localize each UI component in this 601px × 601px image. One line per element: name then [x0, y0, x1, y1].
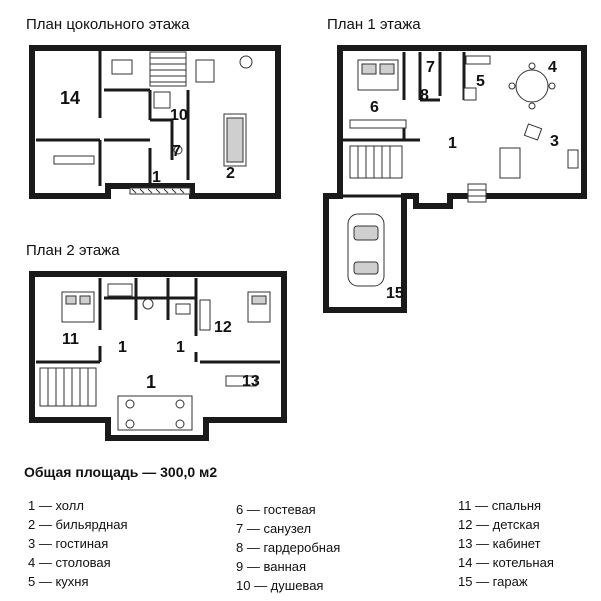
room-number-6: 6 — [370, 99, 379, 116]
bathtub — [107, 283, 133, 297]
legend-item: 13 — кабинет — [458, 536, 541, 551]
room-number-10: 10 — [170, 107, 188, 124]
floor2-interior-walls — [36, 278, 280, 364]
legend-item: 2 — бильярдная — [28, 517, 128, 532]
basement-plant — [239, 55, 253, 69]
room-number-3: 3 — [550, 133, 559, 150]
basement-shower — [153, 91, 171, 109]
entry-steps — [467, 183, 487, 203]
room-number-4: 4 — [548, 59, 557, 76]
floor2-staircase — [39, 367, 97, 407]
room-number-2: 2 — [226, 165, 235, 182]
floor1-plan-title: План 1 этажа — [327, 16, 421, 33]
room-number-1: 1 — [146, 372, 156, 392]
legend-item: 1 — холл — [28, 498, 84, 513]
legend-item: 6 — гостевая — [236, 502, 316, 517]
legend-item: 8 — гардеробная — [236, 540, 341, 555]
washbasin — [142, 298, 154, 310]
room-number-1: 1 — [176, 339, 185, 356]
floor1-interior-walls — [340, 52, 466, 198]
basement-bench — [129, 187, 191, 195]
sofa — [499, 147, 521, 179]
floor2-plan-title: План 2 этажа — [26, 242, 120, 259]
room-number-8: 8 — [420, 87, 429, 104]
legend-item: 11 — спальня — [458, 498, 542, 513]
floor1-outer-walls — [323, 45, 587, 313]
room-number-1: 1 — [118, 339, 127, 356]
legend-item: 3 — гостиная — [28, 536, 109, 551]
legend-item: 7 — санузел — [236, 521, 312, 536]
fireplace — [567, 149, 579, 169]
study-desk — [225, 375, 257, 387]
stove — [463, 87, 477, 101]
legend-column-2: 6 — гостевая 7 — санузел 8 — гардеробная… — [236, 500, 340, 595]
room-number-1: 1 — [152, 169, 161, 186]
room-number-15: 15 — [386, 285, 404, 302]
legend-item: 5 — кухня — [28, 574, 89, 589]
room-number-7: 7 — [426, 59, 435, 76]
bathroom-fixture — [175, 303, 191, 315]
legend-item: 10 — душевая — [236, 578, 324, 593]
legend-item: 9 — ванная — [236, 559, 307, 574]
dining-table — [515, 69, 549, 103]
basement-plan-title: План цокольного этажа — [26, 16, 190, 33]
legend-item: 14 — котельная — [458, 555, 554, 570]
legend-item: 15 — гараж — [458, 574, 528, 589]
legend-item: 12 — детская — [458, 517, 540, 532]
closet — [199, 299, 211, 331]
basement-fixture — [195, 59, 215, 83]
room-number-12: 12 — [214, 319, 232, 336]
kitchen-counter — [465, 55, 491, 65]
room-number-13: 13 — [242, 373, 260, 390]
room-number-5: 5 — [476, 73, 485, 90]
guest-desk — [349, 119, 407, 129]
room-number-7: 7 — [172, 143, 181, 160]
floor1-staircase — [349, 145, 403, 179]
basement-toilet — [173, 145, 183, 155]
legend-column-3: 11 — спальня 12 — детская 13 — кабинет 1… — [458, 496, 554, 591]
basement-outer-walls — [29, 45, 281, 199]
room-number-1: 1 — [448, 135, 457, 152]
total-area: Общая площадь — 300,0 м2 — [24, 464, 218, 480]
floor2-outer-walls — [29, 271, 287, 441]
room-number-11: 11 — [62, 331, 79, 348]
legend-column-1: 1 — холл 2 — бильярдная 3 — гостиная 4 —… — [28, 496, 128, 591]
armchair — [523, 123, 543, 141]
basement-counter — [53, 155, 95, 165]
basement-fixture — [111, 59, 133, 75]
basement-interior-walls — [36, 50, 190, 186]
room-number-14: 14 — [60, 88, 80, 108]
legend-item: 4 — столовая — [28, 555, 111, 570]
